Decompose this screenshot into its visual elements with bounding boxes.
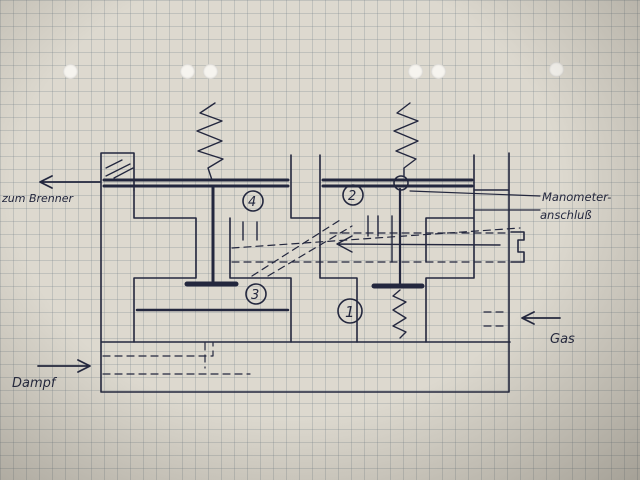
- dashed-passage-2: [267, 225, 353, 277]
- arrow-gas: [521, 311, 561, 325]
- label-manometer-line2: anschluß: [540, 208, 592, 222]
- pipe-arrow: [336, 235, 501, 253]
- spring-1: [392, 289, 407, 339]
- chamber-4-bars: [242, 221, 258, 241]
- label-dampf: Dampf: [12, 376, 58, 391]
- label-zum-brenner: zum Brenner: [1, 192, 75, 205]
- chamber-3-circle: [245, 283, 267, 305]
- arrow-dampf: [37, 359, 91, 373]
- dashed-passage-3: [231, 227, 521, 249]
- label-manometer-line1: Manometer-: [542, 190, 611, 204]
- connector-nub: [510, 231, 525, 263]
- dashed-passage-1: [251, 219, 341, 277]
- chamber-2-number: 2: [348, 189, 356, 204]
- spring-4: [196, 102, 224, 181]
- chamber-4-circle: [242, 190, 264, 212]
- housing-outline: [100, 152, 511, 393]
- dashed-steam-1: [102, 342, 214, 357]
- punch-hole: [203, 64, 218, 79]
- chamber-2-circle: [342, 184, 364, 206]
- membrane-2: [321, 178, 474, 188]
- chamber-3-number: 3: [251, 288, 259, 303]
- chamber-1-number: 1: [345, 303, 355, 321]
- dashed-pipe: [231, 232, 511, 263]
- outlet-hatching: [105, 159, 134, 179]
- punch-hole: [408, 64, 423, 79]
- chamber-4-number: 4: [248, 195, 256, 210]
- chamber-1-circle: [337, 298, 363, 324]
- punch-hole: [549, 62, 564, 77]
- punch-hole: [431, 64, 446, 79]
- dashed-gas: [483, 311, 504, 327]
- spring-2: [393, 102, 419, 177]
- left-block: [133, 189, 292, 343]
- punch-hole: [180, 64, 195, 79]
- manometer-joint: [393, 175, 409, 191]
- arrow-zum-brenner: [39, 175, 101, 189]
- label-gas: Gas: [550, 332, 575, 347]
- manometer-leader: [409, 190, 541, 197]
- punch-hole: [63, 64, 78, 79]
- membrane-4: [102, 178, 290, 188]
- right-block: [319, 189, 475, 343]
